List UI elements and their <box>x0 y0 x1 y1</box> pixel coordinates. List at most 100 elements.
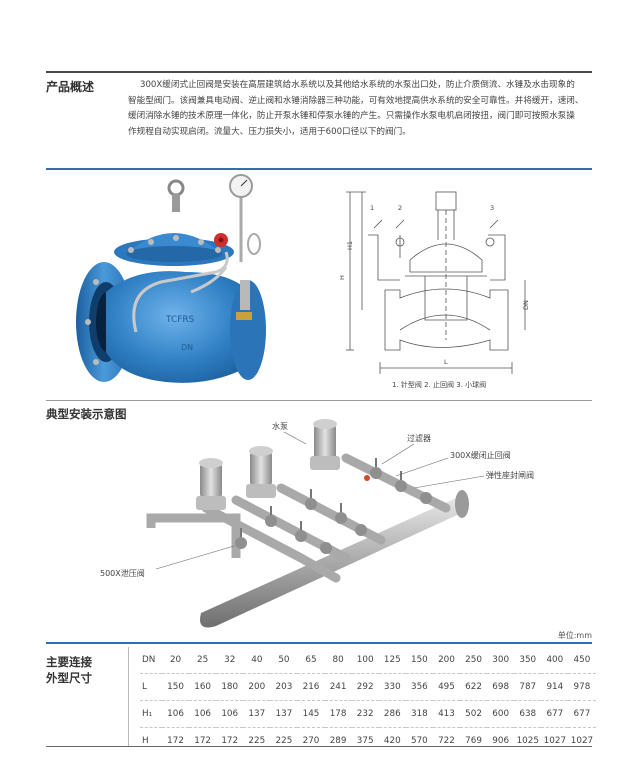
spec-row-label: H₁ <box>140 700 162 728</box>
spec-cell: 600 <box>487 700 515 728</box>
spec-cell: 150 <box>410 655 428 665</box>
spec-row-label: L <box>140 673 162 701</box>
valve-section-drawing: H1 H DN L 1 2 3 1. 针型阀 2. 止回阀 3. 小球阀 <box>340 191 530 389</box>
spec-title: 主要连接 外型尺寸 <box>46 654 92 686</box>
spec-cell: 330 <box>378 673 406 701</box>
spec-cell: 106 <box>216 700 244 728</box>
spec-cell: 106 <box>162 700 190 728</box>
spec-cell: 502 <box>460 700 488 728</box>
spec-cell: 225 <box>243 727 271 754</box>
drawing-dim-h: H <box>340 275 346 280</box>
spec-cell: 137 <box>270 700 298 728</box>
spec-cell: 180 <box>216 673 244 701</box>
spec-cell: 270 <box>297 727 325 754</box>
spec-cell: 125 <box>383 655 401 665</box>
valve-body-mark: DN <box>181 343 193 352</box>
spec-cell: 413 <box>432 700 461 728</box>
overview-top-rule <box>46 71 592 73</box>
spec-cell: 150 <box>162 673 190 701</box>
spec-cell: 495 <box>432 673 461 701</box>
drawing-dim-dn: DN <box>522 300 530 310</box>
spec-title-line: 主要连接 <box>46 655 92 669</box>
spec-row-label: DN <box>142 655 156 665</box>
spec-cell: 225 <box>270 727 298 754</box>
valve-brand-mark: TCFRS <box>165 315 195 325</box>
spec-cell: 350 <box>519 655 537 665</box>
spec-cell: 20 <box>169 655 182 665</box>
unit-label: 单位:mm <box>557 631 592 640</box>
drawing-part-number: 2 <box>398 204 402 212</box>
spec-cell: 622 <box>460 673 488 701</box>
spec-row-label: H <box>140 727 162 754</box>
spec-cell: 638 <box>514 700 542 728</box>
spec-cell: 375 <box>351 727 379 754</box>
spec-cell: 200 <box>438 655 455 665</box>
spec-cell: 145 <box>297 700 325 728</box>
spec-cell: 420 <box>378 727 406 754</box>
spec-cell: 203 <box>270 673 298 701</box>
spec-cell: 200 <box>243 673 271 701</box>
spec-cell: 292 <box>351 673 379 701</box>
spec-cell: 160 <box>189 673 217 701</box>
spec-top-rule <box>46 642 592 644</box>
spec-cell: 137 <box>243 700 271 728</box>
spec-cell: 80 <box>332 655 344 665</box>
spec-cell: 698 <box>487 673 515 701</box>
overview-line: 智能型阀门。该阀兼具电动阀、逆止阀和水锤消除器三种功能，可有效地提高供水系统的安… <box>128 95 584 106</box>
spec-cell: 1025 <box>514 727 542 754</box>
spec-cell: 241 <box>324 673 352 701</box>
drawing-dim-h1: H1 <box>346 241 354 250</box>
label-check-valve: 300X缓闭止回阀 <box>450 450 511 460</box>
valve-product-illustration: TCFRS DN <box>76 174 266 383</box>
spec-cell: 450 <box>573 655 591 665</box>
overview-title: 产品概述 <box>46 80 95 94</box>
spec-cell: 677 <box>541 700 569 728</box>
spec-cell: 32 <box>224 655 236 665</box>
spec-cell: 570 <box>405 727 433 754</box>
spec-cell: 978 <box>568 673 596 701</box>
spec-cell: 216 <box>297 673 325 701</box>
label-relief-valve: 500X泄压阀 <box>100 568 145 578</box>
spec-cell: 40 <box>251 655 263 665</box>
spec-cell: 172 <box>189 727 217 754</box>
spec-bottom-rule <box>46 746 592 747</box>
install-title: 典型安装示意图 <box>46 407 127 421</box>
label-filter: 过滤器 <box>407 433 431 443</box>
spec-cell: 172 <box>162 727 190 754</box>
spec-cell: 677 <box>568 700 596 728</box>
overview-line: 缓闭消除水锤的技术原理一体化，防止开泵水锤和停泵水锤的产生。只需操作水泵电机启闭… <box>128 111 575 122</box>
spec-cell: 289 <box>324 727 352 754</box>
spec-cell: 1027 <box>541 727 569 754</box>
spec-cell: 178 <box>324 700 352 728</box>
spec-cell: 769 <box>460 727 488 754</box>
drawing-part-number: 1 <box>370 204 374 212</box>
overview-line: 300X缓闭式止回阀是安装在高层建筑给水系统以及其他给水系统的水泵出口处，防止介… <box>140 80 575 90</box>
drawing-part-number: 3 <box>490 204 494 212</box>
spec-cell: 722 <box>432 727 461 754</box>
spec-cell: 300 <box>492 655 510 665</box>
spec-cell: 106 <box>189 700 217 728</box>
overview-line: 作规程自动实现启闭。流量大、压力损失小，适用于600口径以下的阀门。 <box>128 126 411 137</box>
drawing-caption: 1. 针型阀 2. 止回阀 3. 小球阀 <box>392 380 486 389</box>
spec-cell: 232 <box>351 700 379 728</box>
spec-cell: 286 <box>378 700 406 728</box>
spec-cell: 100 <box>356 655 374 665</box>
spec-cell: 400 <box>546 655 564 665</box>
label-pump: 水泵 <box>272 421 288 431</box>
installation-diagram: 水泵 过滤器 300X缓闭止回阀 弹性座封闸阀 500X泄压阀 <box>100 419 534 628</box>
spec-cell: 172 <box>216 727 244 754</box>
spec-title-line: 外型尺寸 <box>46 671 92 685</box>
spec-cell: 25 <box>197 655 209 665</box>
overview-text: 300X缓闭式止回阀是安装在高层建筑给水系统以及其他给水系统的水泵出口处，防止介… <box>128 78 594 140</box>
spec-cell: 318 <box>405 700 433 728</box>
spec-divider <box>128 647 129 746</box>
drawing-dim-l: L <box>444 358 448 366</box>
spec-cell: 1027 <box>568 727 596 754</box>
product-top-rule <box>46 168 592 170</box>
spec-cell: 356 <box>405 673 433 701</box>
